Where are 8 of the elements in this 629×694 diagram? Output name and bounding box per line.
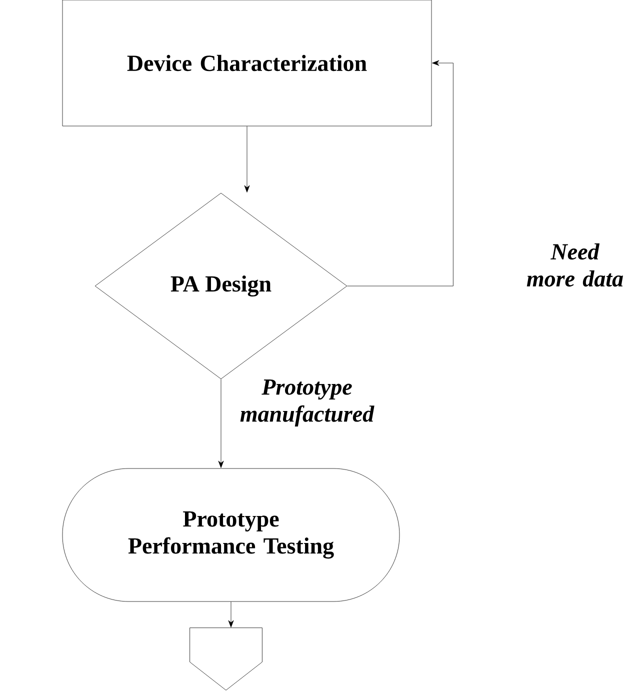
off-page-connector — [190, 628, 262, 690]
arrow — [244, 126, 250, 192]
arrow — [347, 60, 454, 286]
edge-label: Need more data — [526, 243, 623, 287]
arrow — [228, 602, 234, 628]
process-box: Device Characterization — [62, 0, 432, 126]
edge-label: Prototype manufactured — [240, 380, 374, 426]
arrow — [218, 379, 224, 468]
